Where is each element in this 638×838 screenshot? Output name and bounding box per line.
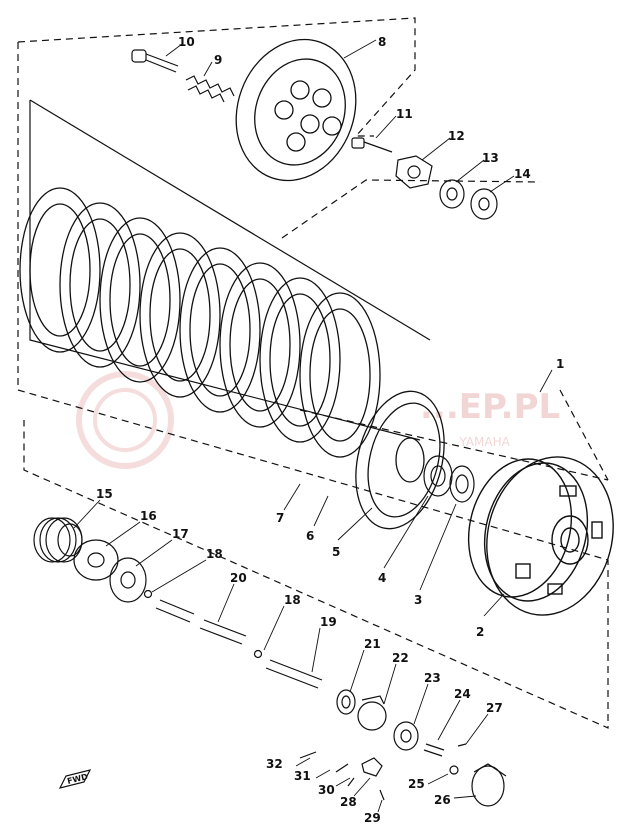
release-cam: [357, 695, 387, 731]
callout-9: 9: [214, 53, 222, 67]
callout-25: 25: [408, 777, 425, 791]
callout-18b: 18: [284, 593, 301, 607]
thrust-washer: [470, 188, 498, 220]
callout-labels: 1 2 3 4 5 6 7 8 9 10 11 12 13 14 15 16 1…: [66, 35, 564, 825]
adjust-screw: [423, 743, 445, 757]
callout-30: 30: [318, 783, 335, 797]
callout-10: 10: [178, 35, 195, 49]
callout-32: 32: [266, 757, 283, 771]
callout-7: 7: [276, 511, 284, 525]
callout-26: 26: [434, 793, 451, 807]
callout-24: 24: [454, 687, 471, 701]
callout-15: 15: [96, 487, 113, 501]
callout-14: 14: [514, 167, 531, 181]
callout-23: 23: [424, 671, 441, 685]
callout-27: 27: [486, 701, 503, 715]
callout-31: 31: [294, 769, 311, 783]
callout-1: 1: [556, 357, 564, 371]
dashed-boundary: [17, 17, 609, 729]
callout-2: 2: [476, 625, 484, 639]
callout-19: 19: [320, 615, 337, 629]
leader-lines: [73, 39, 553, 813]
lever: [361, 757, 383, 777]
clutch-spring: [185, 75, 235, 103]
push-rod-long: [265, 659, 323, 689]
lock-washer: [439, 179, 465, 209]
lock-nut: [395, 155, 433, 189]
steel-ball-2: [253, 649, 263, 659]
callout-5: 5: [332, 545, 340, 559]
push-rod-short: [155, 599, 247, 645]
callout-3: 3: [414, 593, 422, 607]
callout-8: 8: [378, 35, 386, 49]
spacer-washer: [449, 465, 475, 503]
pressure-plate: [235, 38, 357, 182]
callout-22: 22: [392, 651, 409, 665]
plate-stack-outline: [29, 99, 431, 441]
callout-21: 21: [364, 637, 381, 651]
clutch-plates: [19, 187, 381, 458]
clutch-housing: [467, 456, 614, 616]
callout-13: 13: [482, 151, 499, 165]
callout-11: 11: [396, 107, 413, 121]
watermark-subtext: ...YAMAHA: [448, 435, 511, 449]
bolt: [351, 137, 393, 153]
callout-20: 20: [230, 571, 247, 585]
callout-4: 4: [378, 571, 386, 585]
callout-16: 16: [140, 509, 157, 523]
watermark: ...EP.PL ...YAMAHA: [76, 371, 560, 469]
fwd-arrow: [58, 769, 92, 789]
callout-6: 6: [306, 529, 314, 543]
steel-ball: [143, 589, 153, 599]
callout-18a: 18: [206, 547, 223, 561]
callout-12: 12: [448, 129, 465, 143]
damper-spring: [33, 517, 83, 563]
clutch-boss: [355, 390, 445, 530]
callout-28: 28: [340, 795, 357, 809]
oil-seal: [336, 689, 356, 715]
callout-17: 17: [172, 527, 189, 541]
boss-washer: [423, 455, 453, 497]
callout-29: 29: [364, 811, 381, 825]
watermark-text: ...EP.PL: [420, 387, 560, 427]
release-washer: [393, 721, 419, 751]
release-shaft-cover: [471, 763, 507, 807]
washer-17: [109, 557, 147, 603]
pushrod-screw: [131, 49, 179, 73]
washer-16: [73, 539, 119, 581]
small-screws: [299, 743, 467, 801]
